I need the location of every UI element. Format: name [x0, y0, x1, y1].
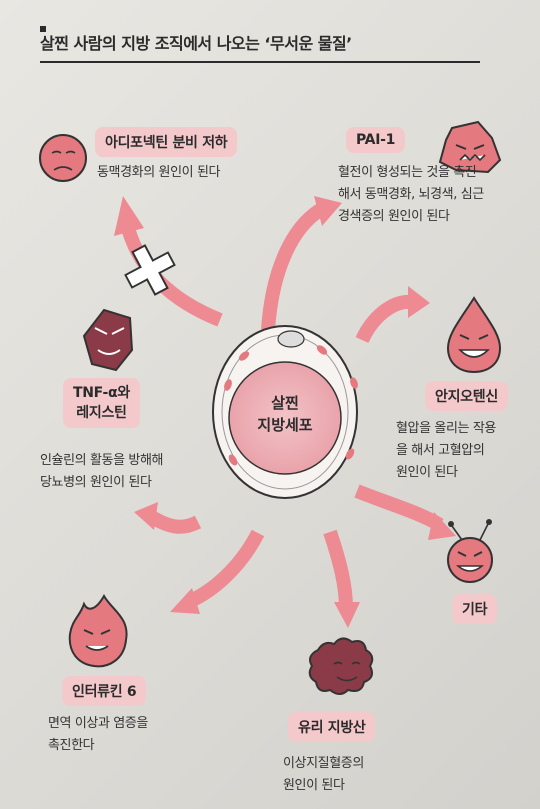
- desc-il6-line2: 촉진한다: [48, 738, 95, 753]
- cross-mark: [124, 244, 176, 296]
- label-adiponectin: 아디포넥틴 분비 저하: [95, 127, 238, 157]
- desc-angiotensin: 혈압을 올리는 작용 을 해서 고혈압의 원인이 된다: [396, 418, 496, 484]
- desc-ffa-line1: 이상지질혈증의: [283, 756, 364, 771]
- desc-adiponectin: 동맥경화의 원인이 된다: [97, 162, 220, 184]
- arrow-to-pai1: [261, 204, 325, 331]
- title-tick: [40, 26, 46, 32]
- label-ffa: 유리 지방산: [288, 712, 376, 742]
- desc-pai1: 혈전이 형성되는 것을 촉진 해서 동맥경화, 뇌경색, 심근 경색증의 원인이…: [338, 162, 484, 228]
- label-tnf-line1: TNF-α와: [73, 385, 130, 401]
- desc-tnf-line1: 인슐린의 활동을 방해해: [40, 453, 164, 468]
- desc-ffa-line2: 원인이 된다: [283, 778, 345, 793]
- label-tnf: TNF-α와 레지스틴: [63, 378, 140, 428]
- label-tnf-line2: 레지스틴: [76, 405, 127, 421]
- desc-ffa: 이상지질혈증의 원인이 된다: [283, 753, 364, 797]
- arrowhead-ffa: [334, 602, 360, 628]
- page-title: 살찐 사람의 지방 조직에서 나오는 ‘무서운 물질’: [40, 30, 480, 63]
- antenna-face-icon: [447, 519, 493, 583]
- angry-blob-icon: [438, 120, 502, 174]
- center-line1: 살찐: [271, 394, 299, 412]
- sad-face-icon: [39, 134, 87, 182]
- arrowhead-adiponectin: [114, 196, 144, 236]
- center-line2: 지방세포: [257, 416, 313, 434]
- devil-face-icon: [82, 308, 134, 372]
- desc-pai1-line3: 경색증의 원인이 된다: [338, 209, 450, 224]
- arrowhead-other: [428, 512, 456, 540]
- arrowhead-angiotensin: [408, 286, 430, 318]
- arrowhead-pai1: [314, 196, 342, 226]
- desc-tnf: 인슐린의 활동을 방해해 당뇨병의 원인이 된다: [40, 450, 163, 494]
- desc-angiotensin-line3: 원인이 된다: [396, 465, 458, 480]
- arrow-to-ffa: [323, 529, 353, 609]
- arrow-heads: [114, 196, 456, 628]
- desc-tnf-line2: 당뇨병의 원인이 된다: [40, 475, 152, 490]
- label-other: 기타: [452, 594, 498, 624]
- arrow-to-tnf: [146, 509, 202, 534]
- label-il6: 인터류킨 6: [62, 676, 147, 706]
- arrow-to-il6: [185, 529, 265, 609]
- desc-il6: 면역 이상과 염증을 촉진한다: [48, 713, 148, 757]
- desc-adiponectin-line1: 동맥경화의 원인이 된다: [97, 165, 221, 180]
- grinning-drop-icon: [446, 296, 502, 374]
- arrowhead-il6: [170, 588, 200, 614]
- desc-il6-line1: 면역 이상과 염증을: [48, 716, 148, 731]
- label-angiotensin: 안지오텐신: [425, 381, 508, 411]
- arrowhead-tnf: [134, 502, 158, 530]
- flame-face-icon: [68, 593, 128, 668]
- fat-cell: [212, 325, 358, 499]
- arrow-to-other: [354, 484, 444, 532]
- arrow-to-angiotensin: [355, 294, 413, 344]
- center-label: 살찐 지방세포: [225, 392, 345, 436]
- label-pai1: PAI-1: [346, 127, 406, 153]
- desc-pai1-line2: 해서 동맥경화, 뇌경색, 심근: [338, 187, 484, 202]
- fuzzy-blob-icon: [308, 637, 374, 695]
- desc-angiotensin-line2: 을 해서 고혈압의: [396, 443, 485, 458]
- desc-pai1-line1: 혈전이 형성되는 것을 촉진: [338, 165, 477, 180]
- desc-angiotensin-line1: 혈압을 올리는 작용: [396, 421, 496, 436]
